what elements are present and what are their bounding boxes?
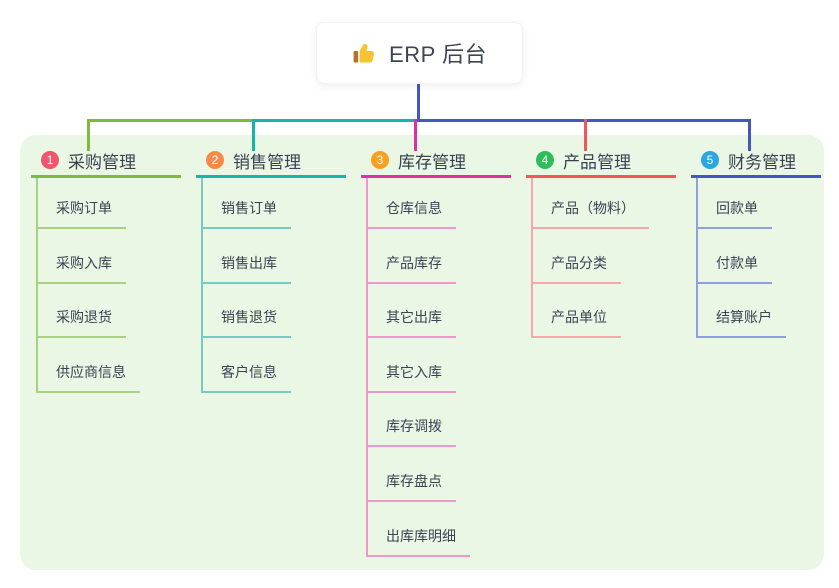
thumbs-up-icon bbox=[353, 43, 375, 63]
branch-sales-title[interactable]: 2 销售管理 bbox=[196, 147, 346, 173]
branch-underline bbox=[691, 175, 821, 178]
branch-finance-title[interactable]: 5 财务管理 bbox=[691, 147, 821, 173]
child-node-label[interactable]: 采购退货 bbox=[38, 307, 126, 339]
branch-number-badge: 1 bbox=[41, 151, 59, 169]
branch-drop-line-1 bbox=[87, 119, 90, 151]
branch-drop-line-2 bbox=[252, 119, 255, 151]
child-node: 仓库信息 bbox=[368, 178, 511, 229]
branches-background-panel bbox=[20, 135, 824, 570]
child-node-label[interactable]: 销售订单 bbox=[203, 198, 291, 229]
child-node-label[interactable]: 产品分类 bbox=[533, 253, 621, 284]
child-node-label[interactable]: 出库库明细 bbox=[368, 526, 470, 557]
branch-number-badge: 3 bbox=[371, 151, 389, 169]
branch-children: 回款单 付款单 结算账户 bbox=[696, 178, 821, 339]
child-node: 采购入库 bbox=[38, 229, 181, 284]
child-node-label[interactable]: 其它出库 bbox=[368, 307, 456, 339]
child-node-label[interactable]: 付款单 bbox=[698, 253, 772, 284]
child-node-label[interactable]: 销售退货 bbox=[203, 307, 291, 339]
child-node: 产品单位 bbox=[533, 284, 676, 339]
child-node-label[interactable]: 回款单 bbox=[698, 198, 772, 229]
child-node-label[interactable]: 产品单位 bbox=[533, 307, 621, 339]
child-node: 产品库存 bbox=[368, 229, 511, 284]
branch-underline bbox=[196, 175, 346, 178]
child-node: 销售退货 bbox=[203, 284, 346, 339]
branch-title-label: 产品管理 bbox=[563, 152, 631, 172]
child-node: 销售出库 bbox=[203, 229, 346, 284]
branch-inventory-title[interactable]: 3 库存管理 bbox=[361, 147, 511, 173]
branch-underline bbox=[361, 175, 511, 178]
child-node: 其它入库 bbox=[368, 338, 511, 393]
branch-title-label: 财务管理 bbox=[728, 152, 796, 172]
child-node-label[interactable]: 其它入库 bbox=[368, 362, 456, 393]
child-node: 结算账户 bbox=[698, 284, 821, 339]
bus-line-teal bbox=[252, 119, 419, 122]
branch-underline bbox=[526, 175, 676, 178]
branch-product: 4 产品管理 产品（物料） 产品分类 产品单位 bbox=[526, 147, 676, 339]
child-node-label[interactable]: 库存盘点 bbox=[368, 471, 456, 502]
branch-children: 仓库信息 产品库存 其它出库 其它入库 库存调拨 库存盘点 出库库明细 bbox=[366, 178, 511, 557]
branch-title-label: 库存管理 bbox=[398, 152, 466, 172]
bus-line-green bbox=[87, 119, 255, 122]
child-node-label[interactable]: 产品库存 bbox=[368, 253, 456, 284]
branch-sales: 2 销售管理 销售订单 销售出库 销售退货 客户信息 bbox=[196, 147, 346, 393]
child-node: 其它出库 bbox=[368, 284, 511, 339]
branch-inventory: 3 库存管理 仓库信息 产品库存 其它出库 其它入库 库存调拨 库存盘点 出库库… bbox=[361, 147, 511, 557]
child-node: 客户信息 bbox=[203, 338, 346, 393]
branch-drop-line-5 bbox=[748, 119, 751, 151]
root-node-label: ERP 后台 bbox=[389, 42, 487, 67]
branch-number-badge: 5 bbox=[701, 151, 719, 169]
child-node-label[interactable]: 仓库信息 bbox=[368, 198, 456, 229]
child-node: 供应商信息 bbox=[38, 338, 181, 393]
child-node: 产品（物料） bbox=[533, 178, 676, 229]
branch-purchase-title[interactable]: 1 采购管理 bbox=[31, 147, 181, 173]
child-node: 付款单 bbox=[698, 229, 821, 284]
child-node: 产品分类 bbox=[533, 229, 676, 284]
child-node: 库存盘点 bbox=[368, 447, 511, 502]
branch-finance: 5 财务管理 回款单 付款单 结算账户 bbox=[691, 147, 821, 339]
child-node-label[interactable]: 供应商信息 bbox=[38, 362, 140, 393]
child-node: 销售订单 bbox=[203, 178, 346, 229]
child-node-label[interactable]: 库存调拨 bbox=[368, 416, 456, 448]
child-node: 出库库明细 bbox=[368, 502, 511, 557]
child-node: 回款单 bbox=[698, 178, 821, 229]
branch-title-label: 采购管理 bbox=[68, 152, 136, 172]
branch-purchase: 1 采购管理 采购订单 采购入库 采购退货 供应商信息 bbox=[31, 147, 181, 393]
branch-underline bbox=[31, 175, 181, 178]
child-node-label[interactable]: 产品（物料） bbox=[533, 198, 649, 229]
branch-product-title[interactable]: 4 产品管理 bbox=[526, 147, 676, 173]
branch-children: 销售订单 销售出库 销售退货 客户信息 bbox=[201, 178, 346, 393]
root-connector-line bbox=[417, 83, 420, 121]
child-node-label[interactable]: 客户信息 bbox=[203, 362, 291, 393]
branch-children: 采购订单 采购入库 采购退货 供应商信息 bbox=[36, 178, 181, 393]
branch-number-badge: 2 bbox=[206, 151, 224, 169]
child-node-label[interactable]: 结算账户 bbox=[698, 307, 786, 339]
child-node-label[interactable]: 采购订单 bbox=[38, 198, 126, 229]
child-node: 库存调拨 bbox=[368, 393, 511, 448]
child-node-label[interactable]: 销售出库 bbox=[203, 253, 291, 284]
branch-children: 产品（物料） 产品分类 产品单位 bbox=[531, 178, 676, 339]
child-node: 采购退货 bbox=[38, 284, 181, 339]
root-node[interactable]: ERP 后台 bbox=[316, 22, 523, 84]
branch-title-label: 销售管理 bbox=[233, 152, 301, 172]
child-node: 采购订单 bbox=[38, 178, 181, 229]
child-node-label[interactable]: 采购入库 bbox=[38, 253, 126, 284]
branch-drop-line-3 bbox=[414, 119, 417, 151]
branch-number-badge: 4 bbox=[536, 151, 554, 169]
branch-drop-line-4 bbox=[584, 119, 587, 151]
